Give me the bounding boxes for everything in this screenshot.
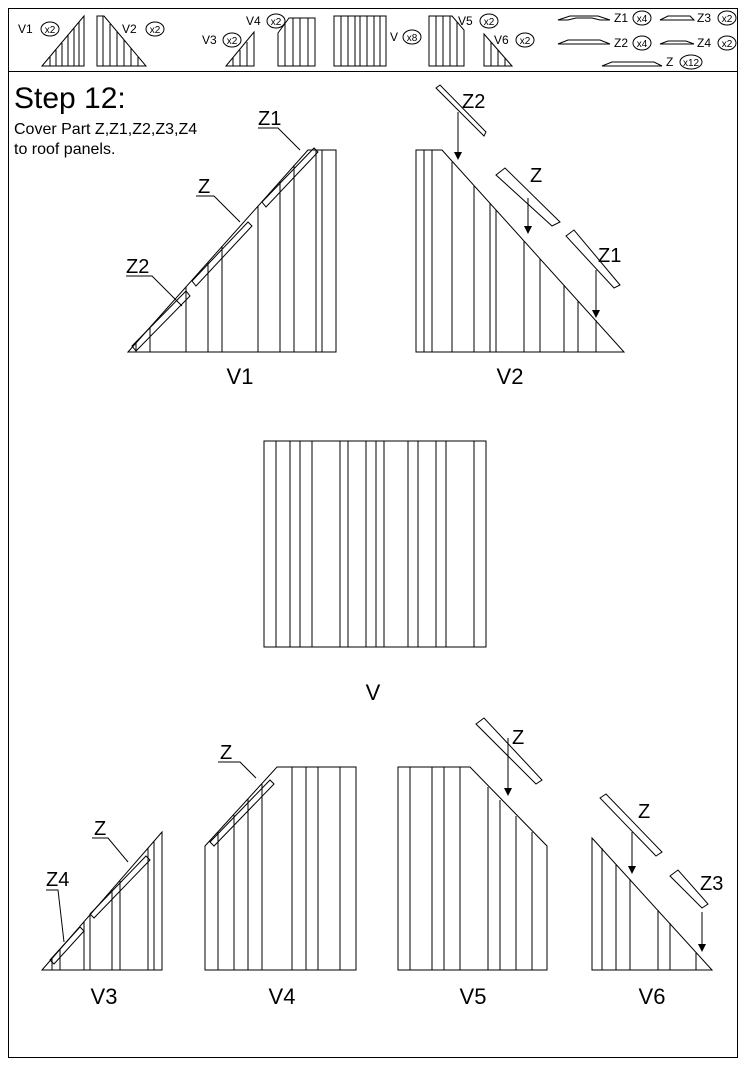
parts-list-bar (8, 8, 738, 72)
page-frame (8, 8, 738, 1058)
panel-v2-drawing (415, 84, 626, 353)
leader-v4-z (218, 761, 257, 779)
callout-v1-z2: Z2 (126, 256, 149, 278)
step-instruction-line-1: Cover Part Z,Z1,Z2,Z3,Z4 (14, 121, 198, 138)
parts-v-qty: x8 (407, 33, 418, 44)
panel-v1-drawing (126, 147, 337, 353)
leader-v1-z (196, 195, 241, 223)
callout-v4-z: Z (220, 742, 232, 764)
callout-v6-z3: Z3 (700, 873, 723, 895)
panel-label-v2: V2 (497, 364, 524, 389)
parts-z3-qty: x2 (722, 14, 733, 25)
callout-v1-z: Z (198, 176, 210, 198)
callout-v3-z: Z (94, 818, 106, 840)
callout-v5-z: Z (512, 727, 524, 749)
panel-label-v3: V3 (91, 984, 118, 1009)
callout-v2-z2: Z2 (462, 91, 485, 113)
panel-v6-drawing (591, 793, 714, 971)
panel-v-drawing (263, 440, 487, 648)
parts-v3-name: V3 (202, 33, 217, 47)
parts-v4-qty: x2 (271, 17, 282, 28)
panel-v4-drawing (204, 766, 357, 971)
parts-z-qty: x12 (683, 58, 700, 69)
parts-v1-qty: x2 (45, 25, 56, 36)
panel-label-v1: V1 (227, 364, 254, 389)
callout-v3-z4: Z4 (46, 869, 69, 891)
arrow-heads (454, 152, 706, 952)
parts-z4-name: Z4 (697, 36, 711, 50)
parts-z3-name: Z3 (697, 11, 711, 25)
callout-v1-z1: Z1 (258, 108, 281, 130)
parts-v4-name: V4 (246, 14, 261, 28)
leader-v3-z (92, 837, 129, 863)
parts-z1-qty: x4 (637, 14, 648, 25)
callout-v2-z: Z (530, 165, 542, 187)
panel-label-v4: V4 (269, 984, 296, 1009)
step-instruction-line-2: to roof panels. (14, 141, 116, 158)
v6-arrows (631, 832, 703, 948)
parts-v3-qty: x2 (227, 36, 238, 47)
panel-label-v: V (366, 680, 381, 705)
panel-v5-drawing (397, 717, 548, 971)
parts-v5-qty: x2 (484, 17, 495, 28)
parts-v5-name: V5 (458, 14, 473, 28)
callout-v2-z1: Z1 (598, 245, 621, 267)
parts-v1-name: V1 (18, 22, 33, 36)
parts-z-name: Z (666, 55, 673, 69)
leader-v1-z1 (258, 127, 301, 151)
leader-v3-z4 (46, 889, 65, 943)
parts-z4-qty: x2 (722, 39, 733, 50)
parts-v-name: V (390, 30, 398, 44)
parts-z2-name: Z2 (614, 36, 628, 50)
parts-v6-qty: x2 (520, 36, 531, 47)
panel-label-v6: V6 (639, 984, 666, 1009)
parts-z2-qty: x4 (637, 39, 648, 50)
step-title: Step 12: (14, 82, 126, 115)
callout-v6-z: Z (638, 801, 650, 823)
parts-v2-name: V2 (122, 22, 137, 36)
quantity-badges (40, 10, 737, 70)
v2-arrows (457, 112, 597, 314)
parts-list-icons (40, 14, 696, 67)
panel-v3-drawing (40, 830, 163, 971)
panel-label-v5: V5 (460, 984, 487, 1009)
parts-v2-qty: x2 (150, 25, 161, 36)
parts-v6-name: V6 (494, 33, 509, 47)
parts-z1-name: Z1 (614, 11, 628, 25)
leader-v1-z2 (126, 275, 183, 307)
